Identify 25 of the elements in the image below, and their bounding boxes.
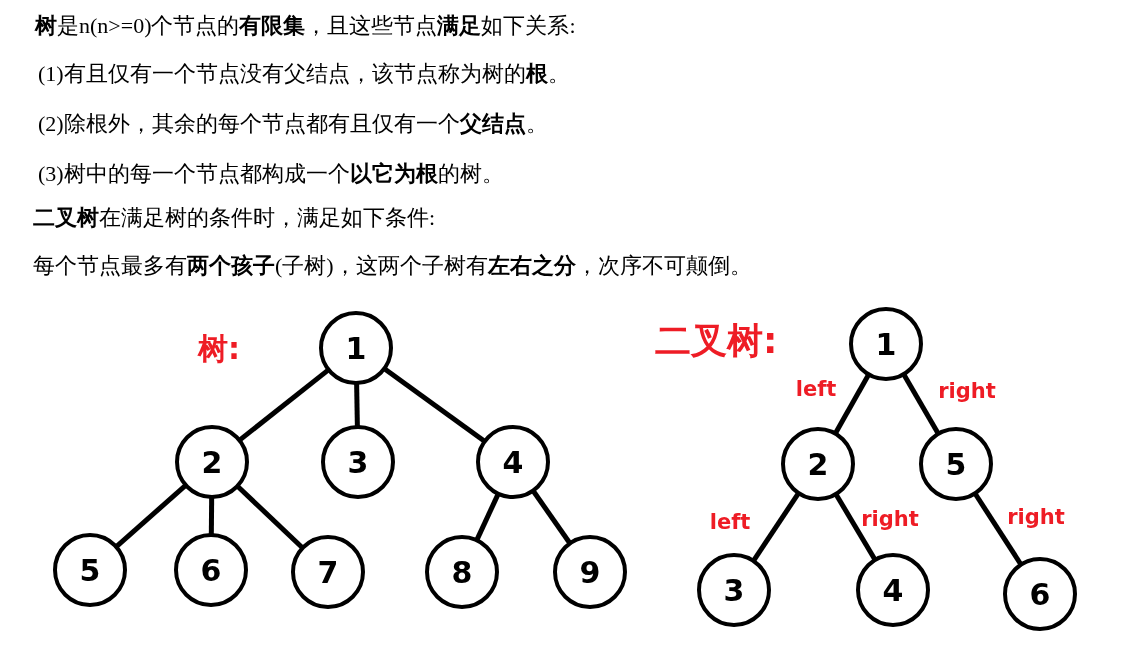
- text-line: 树是n(n>=0)个节点的有限集，且这些节点满足如下关系:: [35, 12, 576, 40]
- connector-line: [751, 492, 801, 562]
- connector-line: [115, 484, 187, 548]
- edge-label: right: [938, 378, 996, 406]
- connector-line: [238, 368, 330, 442]
- connector-line: [354, 383, 360, 427]
- edge-label: left: [709, 509, 751, 537]
- connector-line: [236, 484, 304, 550]
- edge-label: right: [1007, 504, 1065, 532]
- connector-line: [902, 373, 940, 435]
- connector-line: [531, 490, 572, 544]
- tree-heading: 二叉树:: [655, 319, 778, 363]
- connector-line: [834, 493, 877, 561]
- connector-line: [833, 374, 871, 434]
- connector-line: [383, 367, 486, 443]
- connector-line: [208, 497, 215, 535]
- text-line: 每个节点最多有两个孩子(子树)，这两个子树有左右之分，次序不可颠倒。: [33, 252, 752, 280]
- tree-heading: 树:: [198, 330, 240, 368]
- connector-line: [973, 492, 1023, 566]
- text-line: (1)有且仅有一个节点没有父结点，该节点称为树的根。: [38, 60, 570, 88]
- text-line: (2)除根外，其余的每个节点都有且仅有一个父结点。: [38, 110, 548, 138]
- text-line: 二叉树在满足树的条件时，满足如下条件:: [33, 204, 436, 232]
- edge-label: right: [861, 506, 919, 534]
- text-line: (3)树中的每一个节点都构成一个以它为根的树。: [38, 160, 504, 188]
- edge-label: left: [795, 376, 837, 404]
